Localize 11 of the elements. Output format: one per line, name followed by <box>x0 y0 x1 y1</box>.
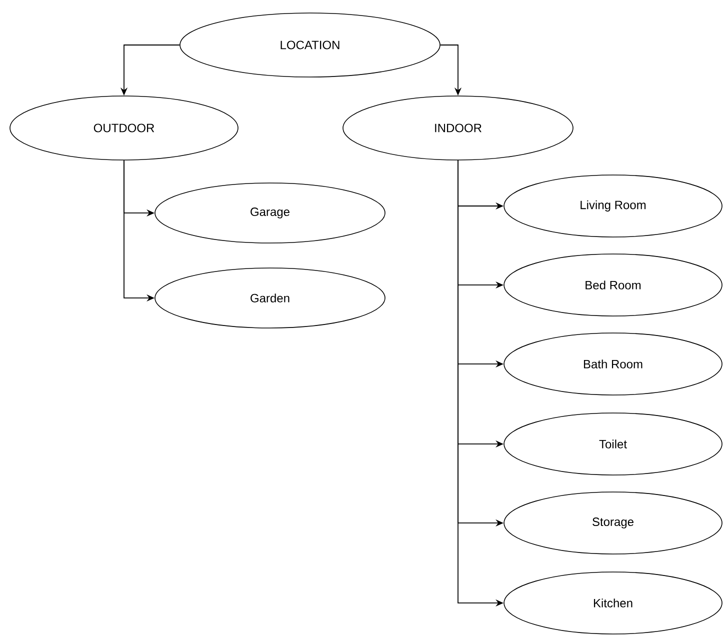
ellipse-node: OUTDOOR <box>10 96 238 160</box>
ellipse-node: Kitchen <box>504 572 722 634</box>
ellipse-node: INDOOR <box>342 96 574 160</box>
ellipse-node: Storage <box>504 492 722 554</box>
ellipse-node: Garage <box>154 182 386 244</box>
ellipse-node: Bath Room <box>504 332 722 396</box>
ellipse-node: LOCATION <box>180 12 440 78</box>
ellipse-node: Living Room <box>504 174 722 238</box>
ellipse-node: Bed Room <box>504 254 722 316</box>
ellipse-node: Garden <box>154 268 386 328</box>
ellipse-node: Toilet <box>504 412 722 476</box>
